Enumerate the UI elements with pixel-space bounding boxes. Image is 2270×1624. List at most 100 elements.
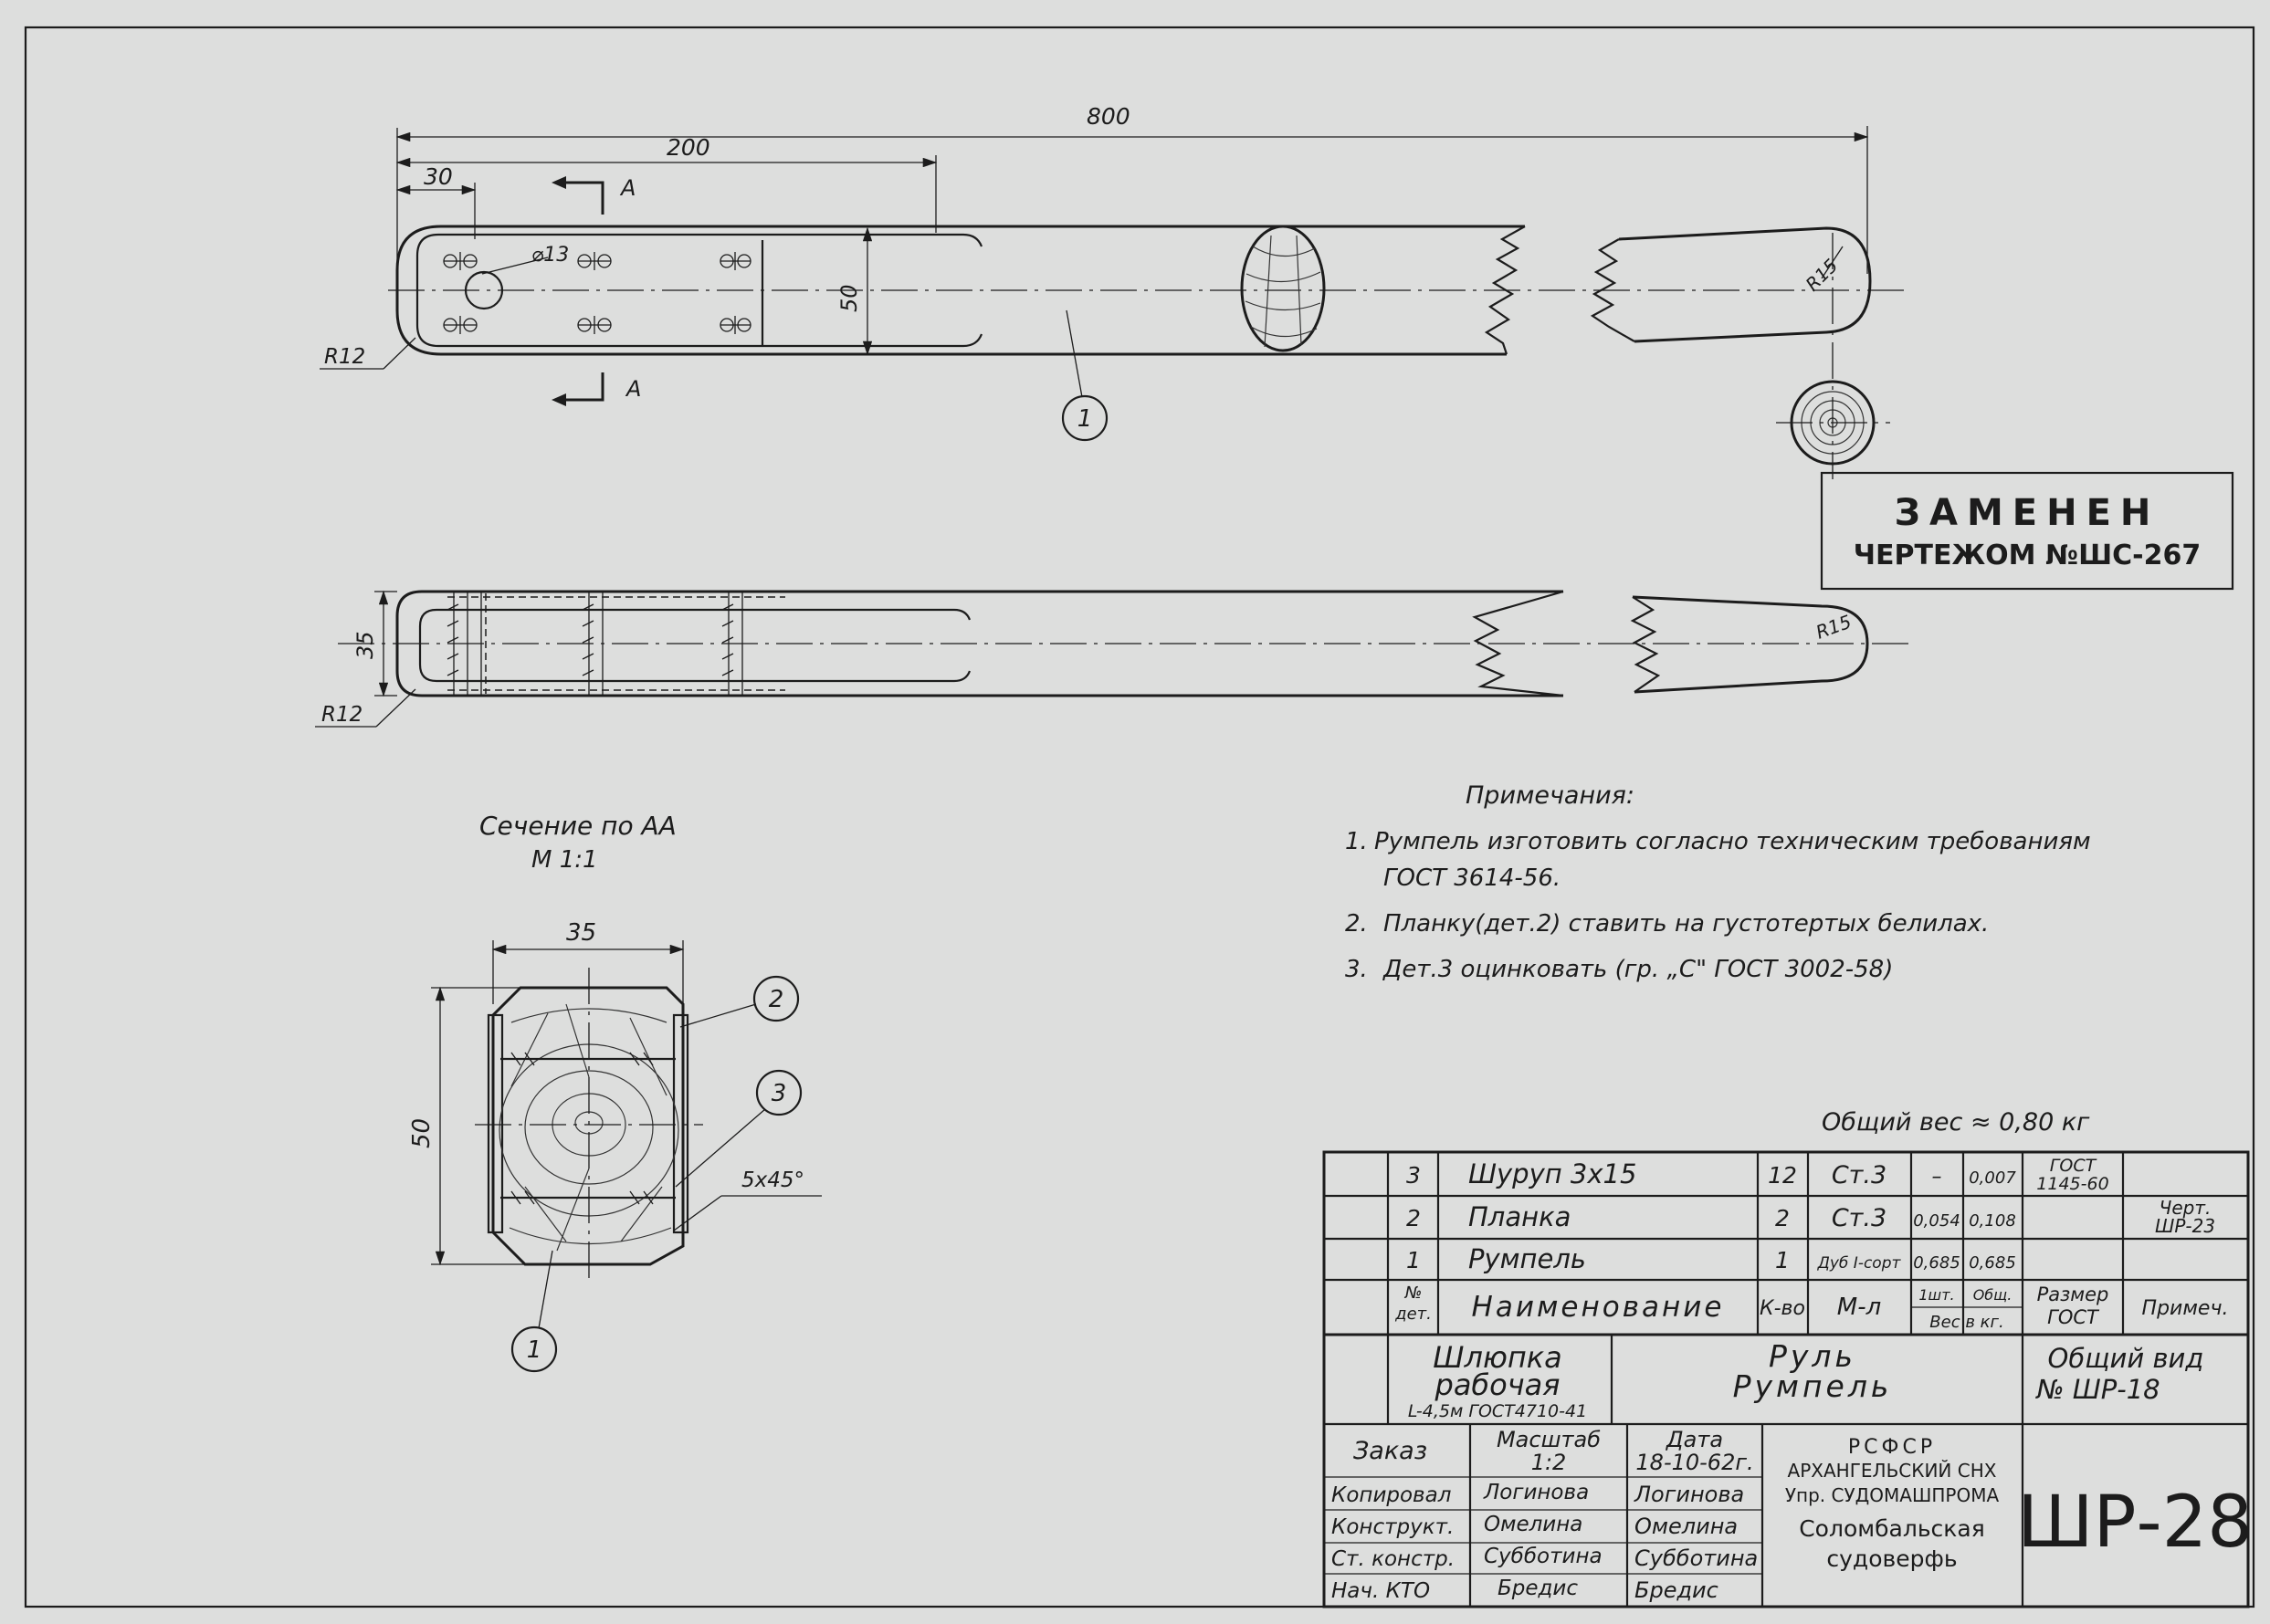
notes-title: Примечания: bbox=[1466, 781, 1634, 810]
dim-hole-diameter: ⌀13 bbox=[531, 244, 569, 267]
row-1-material: Дуб I-сорт bbox=[1817, 1254, 1902, 1273]
product-line-1: Шлюпка bbox=[1433, 1340, 1561, 1375]
signature-3: Субботина bbox=[1484, 1545, 1603, 1568]
row-3-name: Шуруп 3x15 bbox=[1468, 1158, 1636, 1189]
callout-2 bbox=[752, 975, 800, 1022]
scale-value: 1:2 bbox=[1531, 1450, 1567, 1475]
header-weight-unit: Вес в кг. bbox=[1929, 1313, 2003, 1332]
row-2-num: 2 bbox=[1406, 1205, 1421, 1231]
stamp-line-2: ЧЕРТЕЖОМ №ШС-267 bbox=[1854, 540, 2201, 571]
org-line-2: АРХАНГЕЛЬСКИЙ СНХ bbox=[1788, 1460, 1997, 1482]
row-3-gost-line-1: ГОСТ bbox=[2050, 1156, 2097, 1176]
signature-1: Логинова bbox=[1483, 1481, 1589, 1504]
part-name: Румпель bbox=[1733, 1368, 1893, 1404]
row-1-total-weight: 0,685 bbox=[1969, 1253, 2016, 1273]
view-number: № ШР-18 bbox=[2034, 1374, 2160, 1405]
header-note: Примеч. bbox=[2142, 1297, 2229, 1320]
dim-hole-zone: 200 bbox=[667, 134, 710, 161]
table-row: 2 Планка 2 Ст.3 0,054 0,108 Черт. ШР-23 bbox=[1406, 1197, 2215, 1237]
section-outline bbox=[491, 986, 685, 1266]
role-1: Копировал bbox=[1331, 1483, 1452, 1507]
note-2-text: Планку(дет.2) ставить на густотертых бел… bbox=[1383, 910, 1989, 938]
org-line-5: судоверфь bbox=[1826, 1545, 1957, 1572]
callout-3-label: 3 bbox=[772, 1080, 787, 1107]
dim-corner-radius-side: R12 bbox=[321, 703, 363, 727]
callout-1-section-label: 1 bbox=[527, 1336, 542, 1364]
signature-4: Бредис bbox=[1498, 1577, 1578, 1600]
dim-width: 50 bbox=[836, 284, 862, 312]
note-1-continuation: ГОСТ 3614-56. bbox=[1383, 864, 1561, 892]
name-3: Субботина bbox=[1634, 1545, 1758, 1571]
row-2-material: Ст.3 bbox=[1832, 1204, 1886, 1232]
product-line-2: рабочая bbox=[1435, 1367, 1561, 1402]
row-1-name: Румпель bbox=[1468, 1243, 1586, 1274]
dim-section-width: 35 bbox=[566, 919, 596, 947]
table-row: 1 Румпель 1 Дуб I-сорт 0,685 0,685 bbox=[1406, 1243, 2016, 1274]
dim-thickness: 35 bbox=[352, 631, 378, 659]
note-1-number: 1. bbox=[1345, 828, 1368, 855]
top-view: A A 800 200 30 ⌀13 50 R12 R15 1 bbox=[320, 103, 1908, 479]
part-group: Руль bbox=[1769, 1338, 1856, 1374]
dim-tip-radius-side: R15 bbox=[1813, 611, 1855, 644]
row-2-qty: 2 bbox=[1775, 1205, 1790, 1231]
row-2-note-line-1: Черт. bbox=[2160, 1197, 2212, 1219]
table-header: № дет. Наименование К-во М-л 1шт. Общ. В… bbox=[1394, 1283, 2228, 1332]
strap-left bbox=[487, 1013, 504, 1234]
wood-knot bbox=[1240, 225, 1326, 352]
row-3-total-weight: 0,007 bbox=[1969, 1168, 2016, 1188]
dim-overall-length: 800 bbox=[1087, 103, 1130, 130]
row-3-unit-weight: – bbox=[1932, 1166, 1942, 1189]
name-2: Омелина bbox=[1634, 1514, 1738, 1539]
header-qty: К-во bbox=[1760, 1297, 1805, 1320]
title-block: Шлюпка рабочая L-4,5м ГОСТ4710-41 Руль Р… bbox=[1322, 1333, 2253, 1608]
section-mark-top: A bbox=[619, 175, 636, 201]
row-3-num: 3 bbox=[1406, 1162, 1421, 1189]
dim-corner-radius-top: R12 bbox=[324, 345, 365, 369]
org-line-3: Упр. СУДОМАШПРОМА bbox=[1785, 1484, 2000, 1506]
name-4: Бредис bbox=[1634, 1577, 1718, 1603]
dim-section-height: 50 bbox=[408, 1118, 436, 1148]
dim-tip-radius-top: R15 bbox=[1802, 255, 1843, 296]
product-line-3: L-4,5м ГОСТ4710-41 bbox=[1408, 1401, 1587, 1421]
notes: Примечания: 1. Румпель изготовить соглас… bbox=[1345, 781, 2091, 983]
callout-2-label: 2 bbox=[769, 986, 784, 1013]
row-2-total-weight: 0,108 bbox=[1969, 1211, 2016, 1231]
section-view: Сечение по АА М 1:1 35 50 2 3 5x4 bbox=[408, 811, 822, 1373]
header-material: М-л bbox=[1837, 1294, 1881, 1321]
role-4: Нач. КТО bbox=[1331, 1579, 1430, 1603]
name-1: Логинова bbox=[1634, 1482, 1744, 1507]
row-1-num: 1 bbox=[1406, 1247, 1421, 1273]
row-2-unit-weight: 0,054 bbox=[1913, 1211, 1960, 1231]
note-3-number: 3. bbox=[1345, 956, 1368, 983]
drawing-number: ШР-28 bbox=[2017, 1482, 2253, 1564]
replaced-stamp: ЗАМЕНЕН ЧЕРТЕЖОМ №ШС-267 bbox=[1820, 471, 2234, 591]
sheet-frame bbox=[24, 26, 2255, 1608]
strap-right bbox=[672, 1013, 689, 1234]
row-1-qty: 1 bbox=[1775, 1247, 1790, 1273]
header-gost-line-2: ГОСТ bbox=[2047, 1306, 2100, 1328]
note-2-number: 2. bbox=[1345, 910, 1368, 938]
role-2: Конструкт. bbox=[1331, 1515, 1454, 1539]
date-label: Дата bbox=[1666, 1427, 1723, 1452]
scale-label: Масштаб bbox=[1497, 1427, 1601, 1452]
header-total-weight: Общ. bbox=[1973, 1286, 2013, 1304]
section-mark-bottom: A bbox=[625, 376, 641, 402]
header-gost-line-1: Размер bbox=[2037, 1283, 2109, 1305]
table-row: 3 Шуруп 3x15 12 Ст.3 – 0,007 ГОСТ 1145-6… bbox=[1406, 1156, 2109, 1194]
side-view: 35 R12 R15 bbox=[315, 590, 1908, 728]
header-name: Наименование bbox=[1472, 1291, 1725, 1324]
dim-chamfer: 5x45° bbox=[741, 1168, 804, 1192]
order-label: Заказ bbox=[1353, 1437, 1427, 1465]
parts-table: 3 Шуруп 3x15 1 2 Ст.3 – 0,007 ГОСТ 1145-6… bbox=[1322, 1150, 2250, 1336]
callout-1-section bbox=[510, 1325, 558, 1373]
view-title: Общий вид bbox=[2048, 1343, 2204, 1374]
header-unit-weight: 1шт. bbox=[1918, 1286, 1954, 1304]
callout-1-top bbox=[1061, 394, 1109, 442]
row-3-material: Ст.3 bbox=[1832, 1161, 1886, 1189]
row-3-gost-line-2: 1145-60 bbox=[2036, 1174, 2108, 1194]
role-3: Ст. констр. bbox=[1331, 1547, 1455, 1571]
row-2-note-line-2: ШР-23 bbox=[2155, 1215, 2215, 1237]
stamp-line-1: ЗАМЕНЕН bbox=[1895, 492, 2160, 534]
note-3-text: Дет.3 оцинковать (гр. „С" ГОСТ 3002-58) bbox=[1382, 956, 1893, 983]
row-1-unit-weight: 0,685 bbox=[1913, 1253, 1960, 1273]
